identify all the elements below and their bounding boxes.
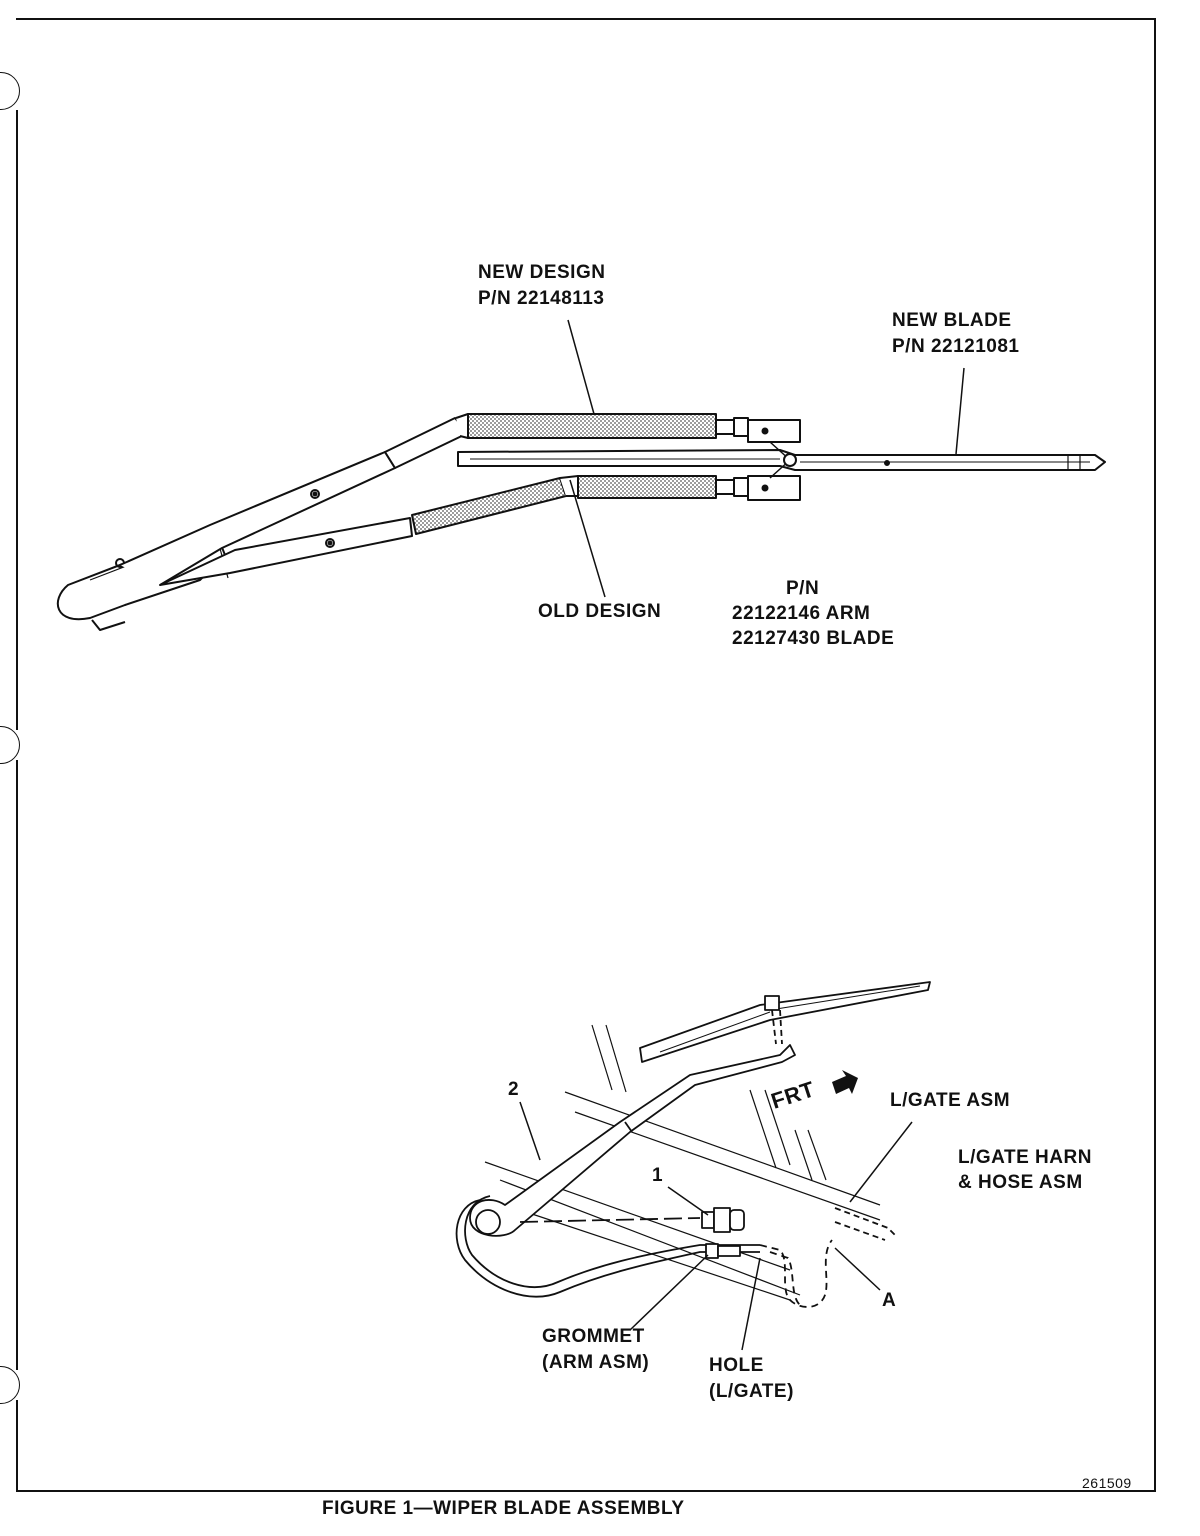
callout-a: A <box>882 1290 897 1311</box>
leader-old-design <box>569 479 606 598</box>
label-pn: P/N <box>786 578 820 599</box>
label-arm-pn: 22122146 ARM <box>732 603 871 624</box>
label-new-blade: NEW BLADE <box>892 310 1012 331</box>
figure-caption: FIGURE 1—WIPER BLADE ASSEMBLY <box>322 1498 685 1519</box>
old-arm-shaded-section <box>577 475 717 499</box>
label-harness-line1: L/GATE HARN <box>958 1147 1092 1168</box>
new-arm-shaded-section <box>467 413 717 439</box>
label-grommet-line1: GROMMET <box>542 1326 645 1347</box>
figure-frame <box>16 18 1156 1492</box>
old-arm-body <box>159 517 413 586</box>
label-blade-pn: 22127430 BLADE <box>732 628 895 649</box>
label-new-blade-pn: P/N 22121081 <box>892 336 1020 357</box>
label-harness-line2: & HOSE ASM <box>958 1172 1083 1193</box>
left-rule-bottom <box>16 1400 18 1490</box>
left-rule-top <box>16 110 18 730</box>
installed-wiper-arm <box>469 1044 796 1237</box>
wiper-arm-comparison <box>56 319 1106 631</box>
washer-hose <box>455 1199 760 1298</box>
label-new-design-pn: P/N 22148113 <box>478 288 605 309</box>
front-arrow-icon <box>832 1070 858 1094</box>
installed-blade <box>639 981 931 1063</box>
label-hole-line1: HOLE <box>709 1355 764 1376</box>
callout-1: 1 <box>652 1165 664 1186</box>
label-new-design: NEW DESIGN <box>478 262 606 283</box>
label-hole-line2: (L/GATE) <box>709 1381 794 1402</box>
callout-2: 2 <box>508 1079 520 1100</box>
figure-number: 261509 <box>1082 1475 1132 1491</box>
retaining-nut <box>701 1207 745 1233</box>
label-grommet-line2: (ARM ASM) <box>542 1352 650 1373</box>
leader-new-design <box>567 319 595 415</box>
label-old-design: OLD DESIGN <box>538 601 662 622</box>
grommet-part <box>705 1243 741 1259</box>
new-blade <box>457 449 1106 471</box>
leader-new-blade <box>955 367 965 455</box>
liftgate-installation-view <box>455 981 931 1351</box>
left-rule-middle <box>16 760 18 1370</box>
label-lgate-asm: L/GATE ASM <box>890 1090 1011 1111</box>
